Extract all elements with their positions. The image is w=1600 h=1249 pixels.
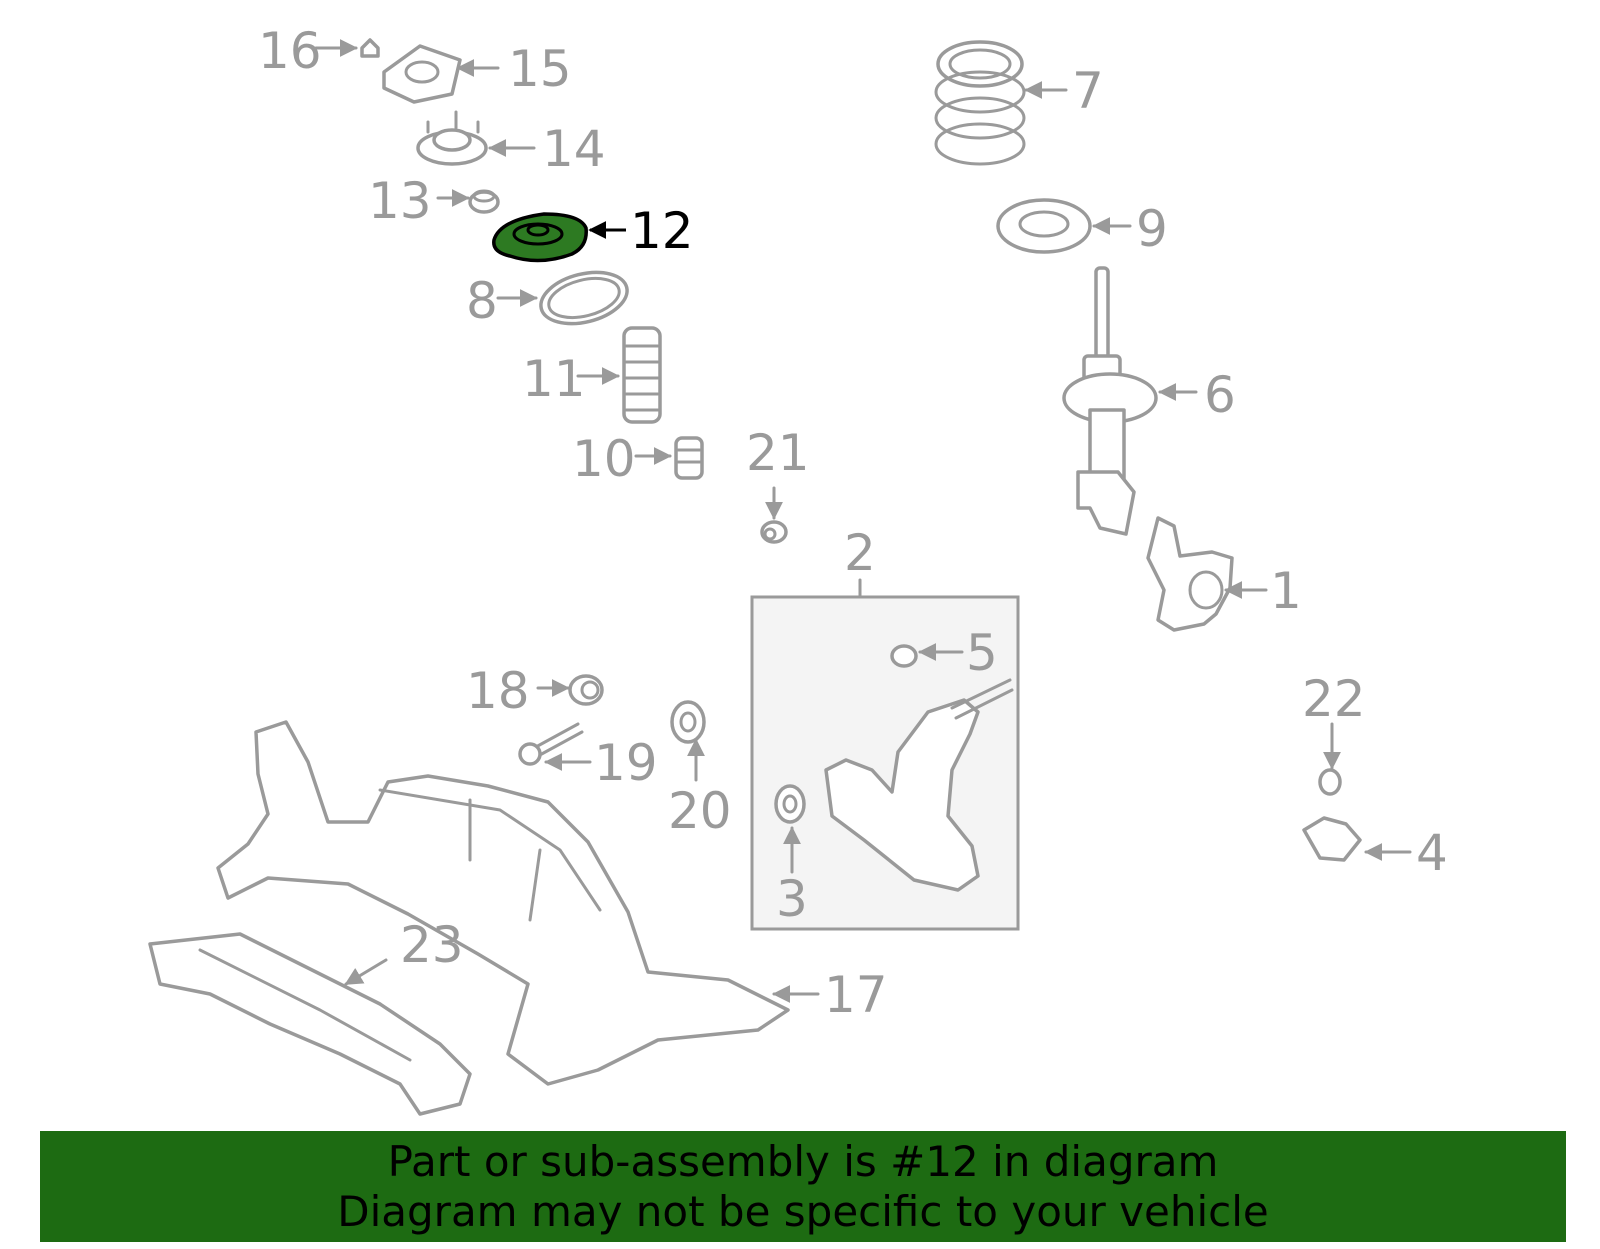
part-18-bushing[interactable] xyxy=(568,674,604,706)
callout-1: 1 xyxy=(1270,562,1302,620)
part-10-bump-stop[interactable] xyxy=(674,436,704,480)
callout-18: 18 xyxy=(466,662,530,720)
callout-3: 3 xyxy=(776,870,808,928)
callout-21: 21 xyxy=(746,424,810,482)
callout-4: 4 xyxy=(1416,824,1448,882)
part-14-strut-mount[interactable] xyxy=(416,110,488,166)
callout-5: 5 xyxy=(966,624,998,682)
part-17-crossmember[interactable] xyxy=(216,720,790,1086)
banner-line-1: Part or sub-assembly is #12 in diagram xyxy=(387,1137,1219,1186)
info-banner: Part or sub-assembly is #12 in diagram D… xyxy=(40,1131,1566,1242)
callout-6: 6 xyxy=(1204,366,1236,424)
leader-lines xyxy=(314,39,1412,1003)
part-4-mount[interactable] xyxy=(1302,816,1362,862)
callout-15: 15 xyxy=(508,40,572,98)
callout-19: 19 xyxy=(594,734,658,792)
part-23-crossmember[interactable] xyxy=(148,932,472,1116)
callout-22: 22 xyxy=(1302,670,1366,728)
part-15-plate[interactable] xyxy=(382,44,462,104)
part-21-clip[interactable] xyxy=(760,520,788,544)
part-1-knuckle[interactable] xyxy=(1146,516,1234,632)
callout-9: 9 xyxy=(1136,200,1168,258)
part-20-washer[interactable] xyxy=(670,700,706,744)
callout-11: 11 xyxy=(522,350,586,408)
callout-20: 20 xyxy=(668,782,732,840)
callout-7: 7 xyxy=(1072,62,1104,120)
part-22-washer[interactable] xyxy=(1318,768,1342,796)
part-11-dust-boot[interactable] xyxy=(622,326,662,424)
part-3-bushing[interactable] xyxy=(774,784,806,824)
part-19-bolt[interactable] xyxy=(518,722,584,766)
part-16-nut[interactable] xyxy=(360,38,380,58)
part-5-cap[interactable] xyxy=(890,644,918,668)
callout-8: 8 xyxy=(466,272,498,330)
part-9-spring-seat[interactable] xyxy=(996,198,1092,254)
banner-line-2: Diagram may not be specific to your vehi… xyxy=(337,1187,1269,1236)
part-8-ring[interactable] xyxy=(536,264,633,332)
part-6-strut[interactable] xyxy=(1062,266,1158,536)
part-7-coil-spring[interactable] xyxy=(934,40,1026,166)
callout-2: 2 xyxy=(844,524,876,582)
callout-14: 14 xyxy=(542,120,606,178)
callout-13: 13 xyxy=(368,172,432,230)
callout-10: 10 xyxy=(572,430,636,488)
callout-16: 16 xyxy=(258,22,322,80)
part-12-highlighted[interactable] xyxy=(492,212,588,263)
callout-17: 17 xyxy=(824,966,888,1024)
callout-23: 23 xyxy=(400,916,464,974)
callout-12-highlighted: 12 xyxy=(630,202,694,260)
part-13-cap[interactable] xyxy=(468,189,500,214)
part-2-control-arm[interactable] xyxy=(824,678,1014,892)
